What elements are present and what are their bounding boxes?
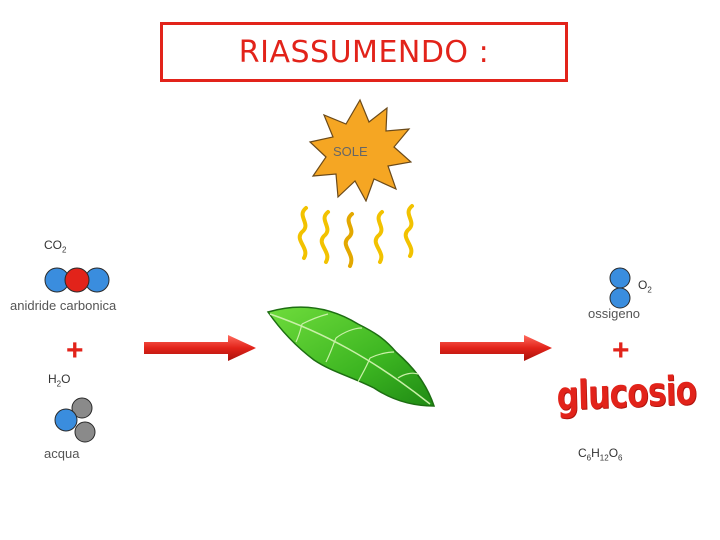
- leaf-midrib: [269, 313, 431, 405]
- sun-ray: [343, 212, 354, 268]
- glucose-name: glucosio: [556, 368, 720, 420]
- h2o-formula: H2O: [48, 372, 71, 389]
- co2-atom-center: [64, 267, 90, 293]
- h2o-name: acqua: [44, 446, 80, 461]
- h2o-hydrogen-top: [71, 397, 93, 419]
- leaf-icon: [266, 306, 436, 407]
- co2-molecule-icon: [44, 267, 110, 293]
- o2-atom-top: [609, 267, 631, 289]
- o2-formula: O2: [638, 278, 652, 295]
- h2o-oxygen-atom: [54, 408, 78, 432]
- sun-ray: [319, 210, 330, 264]
- sun-ray: [297, 206, 308, 260]
- o2-molecule-icon: [609, 267, 631, 309]
- co2-formula: CO2: [44, 238, 67, 255]
- glucose-formula: C6H12O6: [578, 446, 623, 463]
- h2o-molecule-icon: [54, 397, 96, 443]
- arrow-left-icon: [144, 335, 256, 361]
- o2-name: ossigeno: [588, 306, 641, 321]
- sun-rays-icon: [297, 204, 414, 268]
- sun-label: SOLE: [333, 144, 368, 159]
- arrow-right-icon: [440, 335, 552, 361]
- plus-left: +: [66, 334, 84, 367]
- leaf-blade: [266, 306, 436, 407]
- sun-ray: [373, 210, 384, 264]
- arrow-shape: [440, 335, 552, 361]
- title-box: RIASSUMENDO :: [160, 22, 568, 82]
- sun-shape: [308, 98, 412, 202]
- plus-right: +: [612, 334, 630, 367]
- arrow-shape: [144, 335, 256, 361]
- sun-ray: [403, 204, 414, 258]
- glucose-word: glucosio: [556, 367, 697, 420]
- sun-icon: [308, 98, 412, 202]
- page-title: RIASSUMENDO :: [238, 34, 490, 70]
- h2o-hydrogen-bottom: [74, 421, 96, 443]
- leaf-vein: [295, 313, 419, 383]
- co2-name: anidride carbonica: [10, 298, 117, 313]
- o2-atom-bottom: [609, 287, 631, 309]
